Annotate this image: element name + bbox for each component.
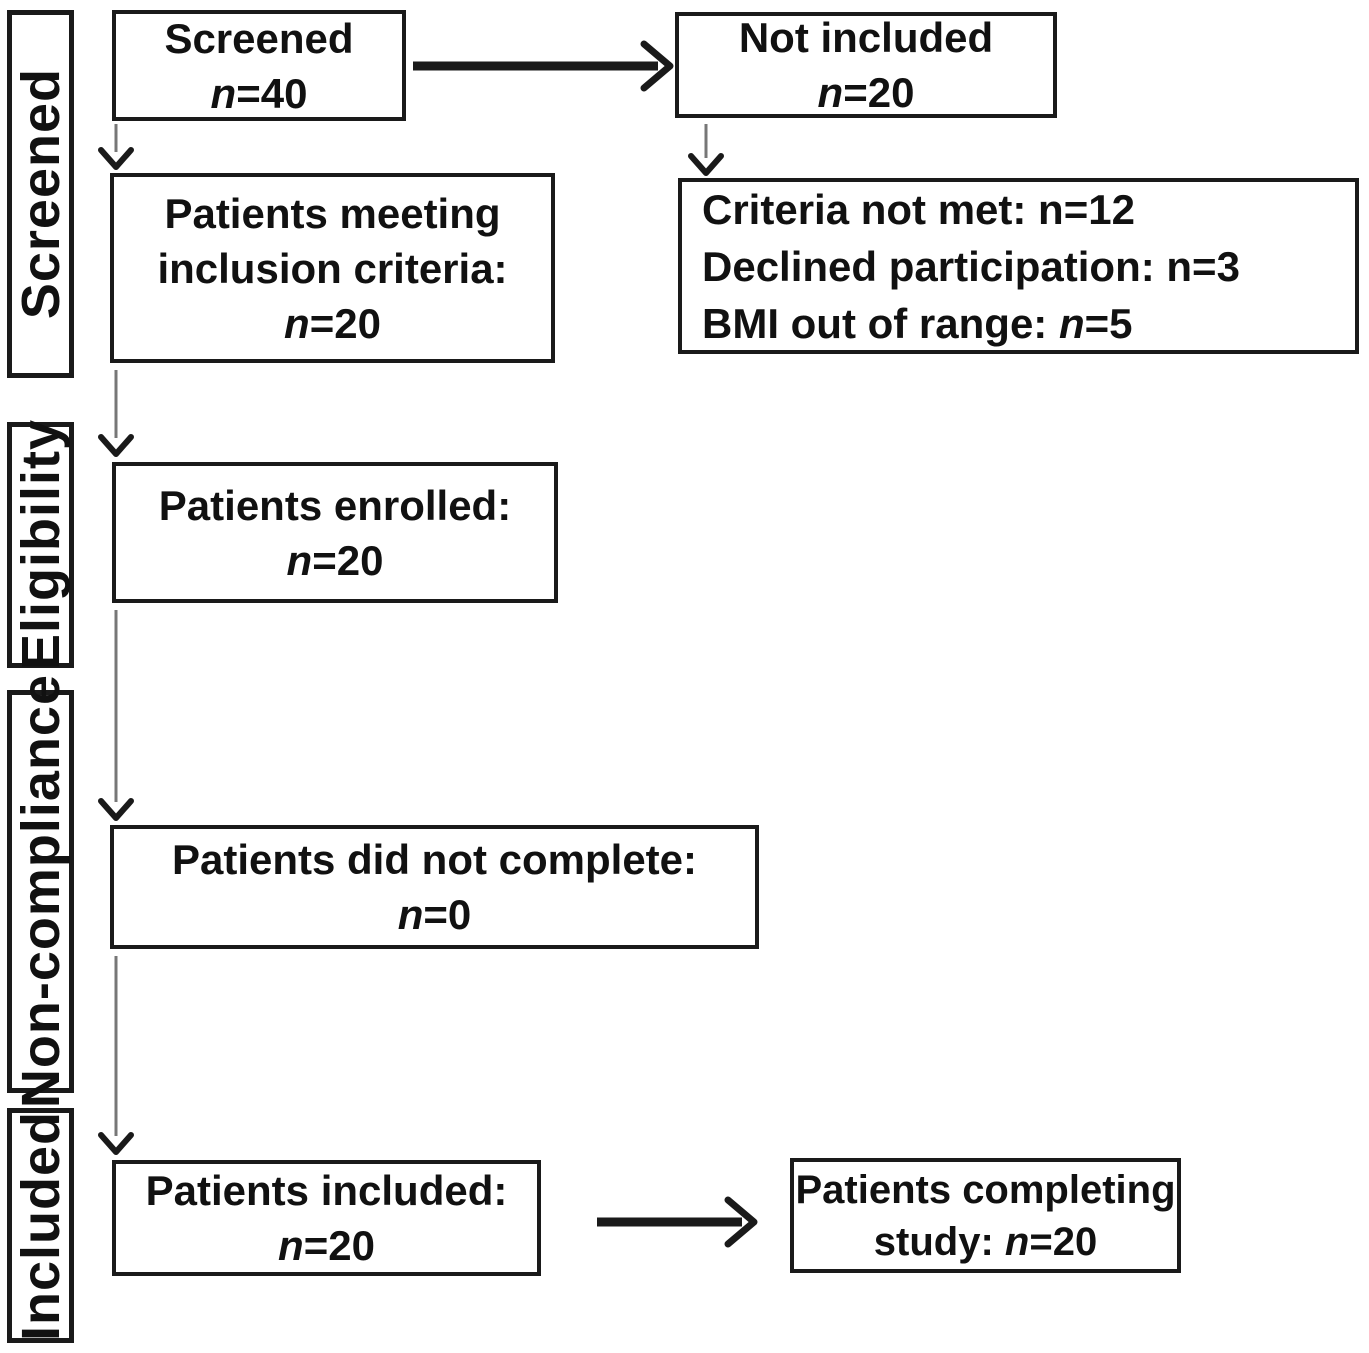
arrow-included-to-completing-study — [597, 1196, 758, 1248]
box-line: BMI out of range: n=5 — [702, 299, 1133, 347]
arrow-screened-to-meeting-criteria — [98, 124, 134, 170]
box-line: inclusion criteria: — [157, 244, 508, 292]
box-line: Screened — [164, 14, 354, 62]
box-count-line: n=20 — [817, 69, 915, 116]
box-line: Patients included: — [145, 1167, 508, 1214]
box-screened: Screened n=40 — [112, 10, 406, 121]
box-line: Patients completing — [795, 1167, 1176, 1212]
stage-label-included: Included — [7, 1108, 74, 1343]
box-patients-included: Patients included: n=20 — [112, 1160, 541, 1276]
box-count-line: n=0 — [397, 891, 472, 938]
arrow-enrolled-to-did-not-complete — [98, 610, 134, 821]
box-line: Patients did not complete: — [171, 836, 698, 883]
box-count-line: study: n=20 — [873, 1219, 1098, 1264]
box-line: Patients meeting — [164, 189, 501, 237]
arrow-not-included-to-reasons — [688, 124, 724, 176]
box-line: Not included — [738, 14, 994, 61]
box-meeting-inclusion-criteria: Patients meeting inclusion criteria: n=2… — [110, 173, 555, 363]
box-count-line: n=40 — [210, 69, 308, 117]
box-patients-did-not-complete: Patients did not complete: n=0 — [110, 825, 759, 949]
box-line: Declined participation: n=3 — [702, 242, 1240, 290]
box-line: Criteria not met: n=12 — [702, 185, 1135, 233]
box-exclusion-reasons: Criteria not met: n=12 Declined particip… — [678, 178, 1359, 354]
stage-label-text: Non-compliance — [10, 674, 71, 1109]
box-count-line: n=20 — [284, 299, 381, 347]
stage-label-eligibility: Eligibility — [7, 419, 74, 671]
box-line: Patients enrolled: — [158, 481, 512, 529]
stage-label-non-compliance: Non-compliance — [7, 674, 74, 1109]
stage-label-text: Eligibility — [10, 419, 71, 671]
stage-label-text: Screened — [10, 68, 71, 320]
arrow-did-not-complete-to-included — [98, 956, 134, 1155]
box-patients-completing-study: Patients completing study: n=20 — [790, 1158, 1181, 1273]
arrow-meeting-criteria-to-enrolled — [98, 370, 134, 457]
arrow-screened-to-not-included — [413, 40, 674, 92]
stage-label-text: Included — [10, 1110, 71, 1341]
box-count-line: n=20 — [286, 536, 384, 584]
box-count-line: n=20 — [278, 1222, 375, 1269]
box-patients-enrolled: Patients enrolled: n=20 — [112, 462, 558, 603]
box-not-included: Not included n=20 — [675, 12, 1057, 118]
stage-label-screened: Screened — [7, 10, 74, 378]
